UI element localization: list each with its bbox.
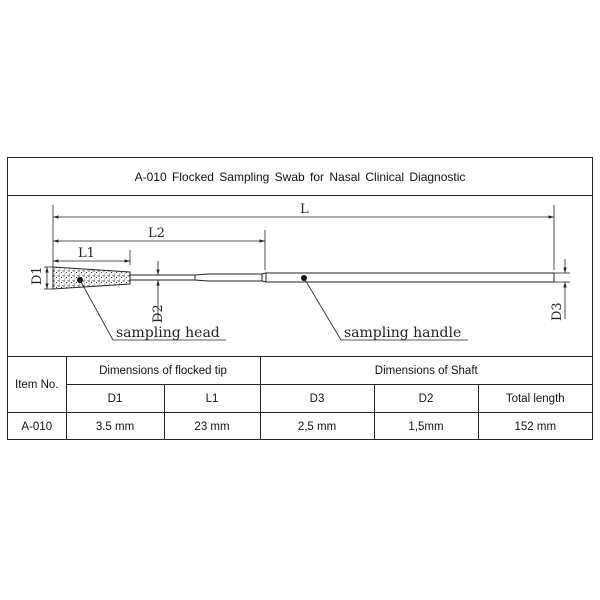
header-shaft: Dimensions of Shaft xyxy=(259,355,593,386)
subheader-d1: D1 xyxy=(66,384,165,414)
swab-drawing: L L2 L1 D1 D2 xyxy=(30,202,570,341)
callout-sampling-handle: sampling handle xyxy=(344,325,461,341)
cell-d1: 3.5 mm xyxy=(65,412,165,440)
table-header-row: Item No. Dimensions of flocked tip Dimen… xyxy=(8,355,593,414)
cell-d2: 1,5mm xyxy=(373,412,479,440)
dimensions-table: Item No. Dimensions of flocked tip Dimen… xyxy=(8,355,593,440)
label-D3: D3 xyxy=(550,302,565,321)
subheader-l1: L1 xyxy=(163,384,261,414)
head-callout-leader xyxy=(79,279,114,341)
spec-sheet-frame: A-010 Flocked Sampling Swab for Nasal Cl… xyxy=(7,157,593,440)
subheader-total-length: Total length xyxy=(477,384,593,414)
label-L: L xyxy=(300,202,309,217)
shaft xyxy=(129,272,555,283)
table-row: A-010 3.5 mm 23 mm 2,5 mm 1,5mm 152 mm xyxy=(8,412,593,440)
handle-callout-leader xyxy=(303,277,342,341)
callout-sampling-head: sampling head xyxy=(116,325,220,341)
cell-d3: 2,5 mm xyxy=(259,412,375,440)
sampling-head xyxy=(52,266,131,290)
title-row: A-010 Flocked Sampling Swab for Nasal Cl… xyxy=(8,158,592,196)
subheader-d2: D2 xyxy=(373,384,479,414)
cell-item: A-010 xyxy=(8,412,67,440)
header-item-no: Item No. xyxy=(8,355,67,414)
label-L2: L2 xyxy=(148,226,165,241)
sheet-title: A-010 Flocked Sampling Swab for Nasal Cl… xyxy=(134,169,466,184)
table-subheader-row: D1 L1 D3 D2 Total length xyxy=(8,384,593,414)
header-flocked-tip: Dimensions of flocked tip xyxy=(65,355,261,386)
cell-l1: 23 mm xyxy=(163,412,261,440)
subheader-d3: D3 xyxy=(259,384,375,414)
label-D2: D2 xyxy=(151,304,166,323)
label-L1: L1 xyxy=(78,246,95,261)
cell-total-length: 152 mm xyxy=(477,412,593,440)
label-D1: D1 xyxy=(30,266,45,285)
